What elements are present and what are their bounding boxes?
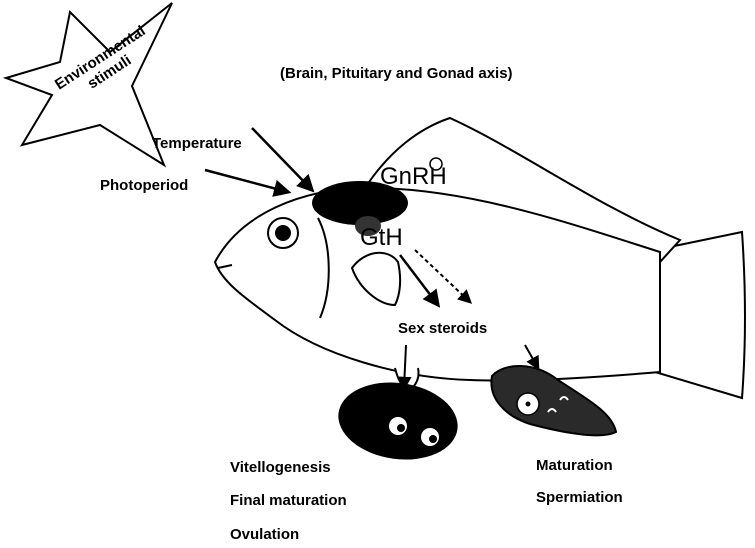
female-effect-3: Ovulation bbox=[230, 527, 299, 542]
male-effect-2: Spermiation bbox=[536, 490, 623, 505]
photoperiod-arrow bbox=[205, 170, 288, 192]
testis-cell-dot bbox=[526, 402, 531, 407]
gnrh-label: GnRH bbox=[380, 165, 447, 189]
male-effect-1: Maturation bbox=[536, 458, 613, 473]
axis-title: (Brain, Pituitary and Gonad axis) bbox=[280, 66, 513, 81]
fish-pupil bbox=[275, 225, 291, 241]
temperature-label: Temperature bbox=[152, 136, 242, 151]
photoperiod-label: Photoperiod bbox=[100, 178, 188, 193]
fish-tail bbox=[655, 232, 745, 398]
female-effect-1: Vitellogenesis bbox=[230, 460, 331, 475]
gth-label: GtH bbox=[360, 226, 403, 250]
sex-steroids-label: Sex steroids bbox=[398, 321, 487, 336]
ovary-egg-1-core bbox=[397, 424, 405, 432]
female-effect-2: Final maturation bbox=[230, 493, 347, 508]
ovary-egg-2-core bbox=[429, 435, 437, 443]
temperature-arrow bbox=[252, 128, 312, 190]
